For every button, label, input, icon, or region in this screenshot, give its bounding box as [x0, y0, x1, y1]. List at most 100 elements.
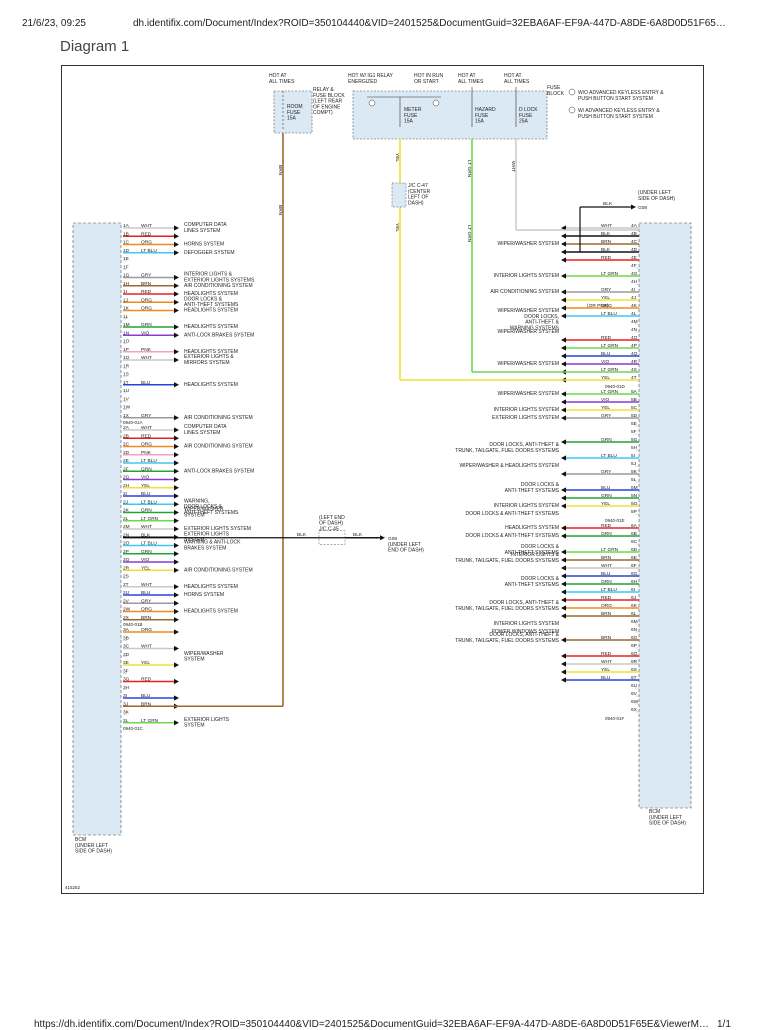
right-pin-4B: 4B — [631, 231, 637, 237]
jc-c47-label: J/C C-47 — [408, 183, 428, 189]
left-pin-3C: 3C — [123, 644, 130, 650]
left-wire-color-3A: ORG — [141, 627, 152, 633]
left-wire-color-2F: GRN — [141, 466, 152, 472]
left-arrow-2X — [174, 617, 179, 623]
or-pnk-note: (OR PNK) — [587, 303, 609, 309]
left-system-label: BRAKES SYSTEM — [184, 545, 226, 551]
left-pin-2R: 2R — [123, 565, 130, 571]
left-wire-color-1X: GRY — [141, 413, 152, 419]
right-system-label: WIPER/WASHER & HEADLIGHTS SYSTEM — [459, 463, 559, 469]
right-system-label: INTERIOR LIGHTS SYSTEM — [494, 273, 559, 279]
diagram-frame — [61, 65, 704, 894]
right-wire-color-4Q: BLU — [601, 351, 611, 357]
right-pin-5I: 5I — [631, 453, 635, 459]
left-wire-color-2V: GRY — [141, 598, 152, 604]
right-system-label: DOOR LOCKS, — [524, 314, 559, 320]
left-arrow-2J — [174, 501, 179, 507]
left-connector-a: 0940-01A — [123, 420, 143, 425]
left-pin-1T: 1T — [123, 380, 129, 386]
browser-url-header: dh.identifix.com/Document/Index?ROID=350… — [133, 18, 726, 29]
left-system-label: HEADLIGHTS SYSTEM — [184, 584, 238, 590]
meter-fuse-header: ENERGIZED — [348, 79, 378, 85]
left-system-label: AIR CONDITIONING SYSTEM — [184, 415, 253, 421]
left-pin-2D: 2D — [123, 450, 130, 456]
right-pin-6K: 6K — [631, 603, 638, 609]
right-pin-6H: 6H — [631, 579, 638, 585]
right-pin-6W: 6W — [631, 699, 639, 705]
left-wire-color-2L: LT GRN — [141, 516, 159, 522]
left-system-label: LINES SYSTEM — [184, 228, 220, 234]
left-system-label: WARNING & ANTI-LOCK — [184, 540, 241, 546]
bcm-left-box — [72, 222, 122, 836]
right-pin-6O: 6O — [631, 635, 638, 641]
left-arrow-1J — [174, 299, 179, 305]
left-pin-2M: 2M — [123, 524, 130, 530]
left-pin-3E: 3E — [123, 660, 129, 666]
right-arrow-6L — [561, 613, 566, 619]
right-system-label: DOOR LOCKS & ANTI-THEFT SYSTEMS — [465, 511, 559, 517]
left-pin-1L: 1L — [123, 314, 129, 320]
left-arrow-1K — [174, 307, 179, 314]
dlock-fuse-label: 25A — [519, 119, 529, 125]
right-arrow-5I — [561, 455, 566, 461]
left-arrow-2V — [174, 600, 179, 606]
right-arrow-4R — [561, 361, 566, 367]
g08-top-ground-icon — [631, 204, 636, 210]
left-arrow-3L — [174, 720, 179, 726]
relay-contact — [432, 99, 440, 107]
right-wire-color-6O: BRN — [601, 635, 612, 641]
left-arrow-1X — [174, 415, 179, 421]
right-arrow-5A — [561, 391, 566, 397]
right-wire-color-4G: LT GRN — [601, 271, 619, 277]
fuse-block-label: FUSE — [547, 85, 561, 91]
left-wire-color-2Q: VIO — [141, 557, 150, 563]
left-pin-3B: 3B — [123, 635, 129, 641]
right-pin-6D: 6D — [631, 547, 638, 553]
right-pin-6T: 6T — [631, 675, 637, 681]
right-wire-color-4T: YEL — [601, 375, 610, 381]
left-wire-color-2N: BLK — [141, 532, 151, 538]
right-pin-5O: 5O — [631, 501, 638, 507]
right-system-label: INTERIOR LIGHTS & — [511, 552, 560, 558]
left-wire-color-1B: RED — [141, 231, 152, 237]
left-pin-2V: 2V — [123, 598, 130, 604]
right-wire-color-6B: GRN — [601, 531, 612, 537]
left-system-label: SYSTEM — [184, 657, 205, 663]
left-system-label: EXTERIOR LIGHTS SYSTEMS — [184, 277, 255, 283]
relay-block-label: COMPT) — [313, 110, 333, 116]
jc-c47-box — [391, 182, 407, 208]
room-fuse-header: ALL TIMES — [269, 79, 295, 85]
right-arrow-5O — [561, 503, 566, 509]
run-header: OR START — [414, 79, 439, 85]
left-arrow-2H — [174, 485, 179, 491]
left-pin-1H: 1H — [123, 281, 130, 287]
blk-label-top: BLK — [603, 201, 613, 207]
right-arrow-5B — [561, 399, 566, 405]
left-pin-3L: 3L — [123, 718, 129, 724]
left-system-label: SYSTEM — [184, 537, 205, 543]
right-pin-5E: 5E — [631, 421, 637, 427]
right-arrow-6J — [561, 597, 566, 603]
bcm-right-box — [638, 222, 692, 809]
right-wire-color-5M: BLU — [601, 485, 611, 491]
blk-label-mid-left: BLK — [297, 532, 307, 538]
left-pin-2A: 2A — [123, 425, 130, 431]
right-system-label: TRUNK, TAILGATE, FUEL DOORS SYSTEMS — [455, 638, 559, 644]
left-arrow-2F — [174, 468, 179, 474]
yel-label: YEL — [394, 153, 400, 162]
left-wire-color-3J: BRN — [141, 701, 152, 707]
left-wire-color-3C: WHT — [141, 644, 152, 650]
hazard-fuse-label: 15A — [475, 119, 485, 125]
left-system-label: WIPER/WASHER — [184, 651, 224, 657]
right-system-label: DOOR LOCKS & — [521, 544, 560, 550]
g08-top-id: G08 — [638, 205, 647, 211]
right-wire-color-6E: BRN — [601, 555, 612, 561]
right-arrow-4K — [561, 305, 566, 311]
page-title: Diagram 1 — [60, 38, 130, 55]
left-wire-color-2T: WHT — [141, 582, 152, 588]
g08-top-note: SIDE OF DASH) — [638, 196, 675, 202]
right-arrow-4J — [561, 297, 566, 303]
right-wire-color-4K: ORG — [601, 303, 612, 309]
right-system-label: WIPER/WASHER SYSTEM — [498, 329, 560, 335]
left-system-label: AIR CONDITIONING SYSTEM — [184, 283, 253, 289]
